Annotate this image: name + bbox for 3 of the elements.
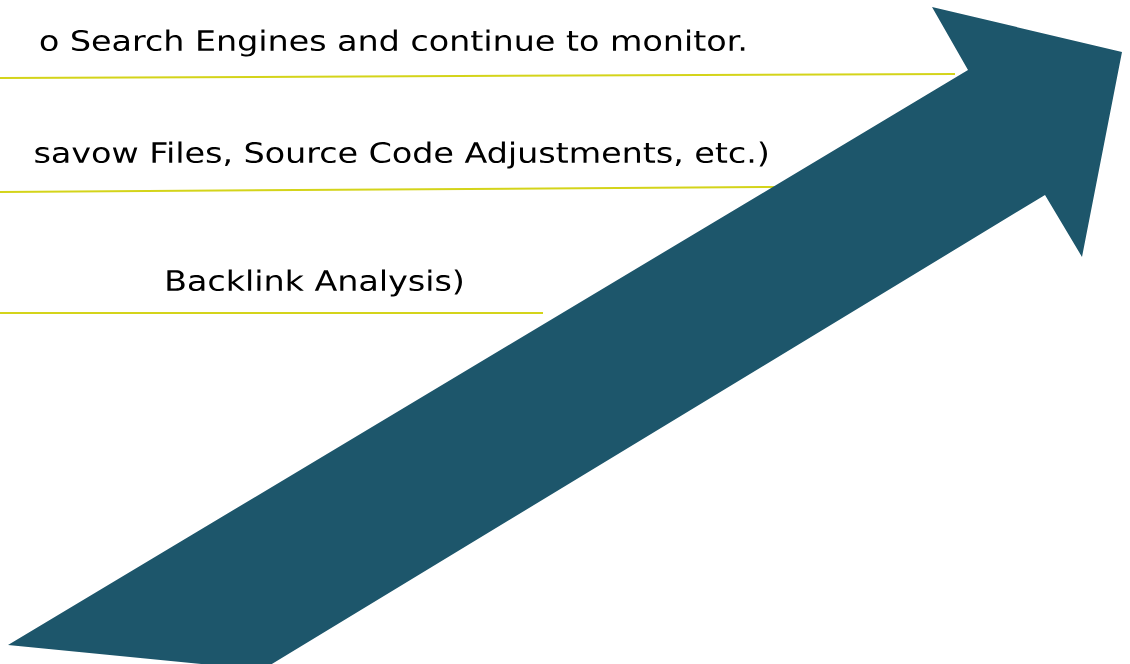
note-text: o Search Engines and continue to monitor. bbox=[40, 29, 745, 57]
note-text: Backlink Analysis) bbox=[167, 269, 462, 297]
note-text: savow Files, Source Code Adjustments, etc.) bbox=[35, 141, 767, 169]
